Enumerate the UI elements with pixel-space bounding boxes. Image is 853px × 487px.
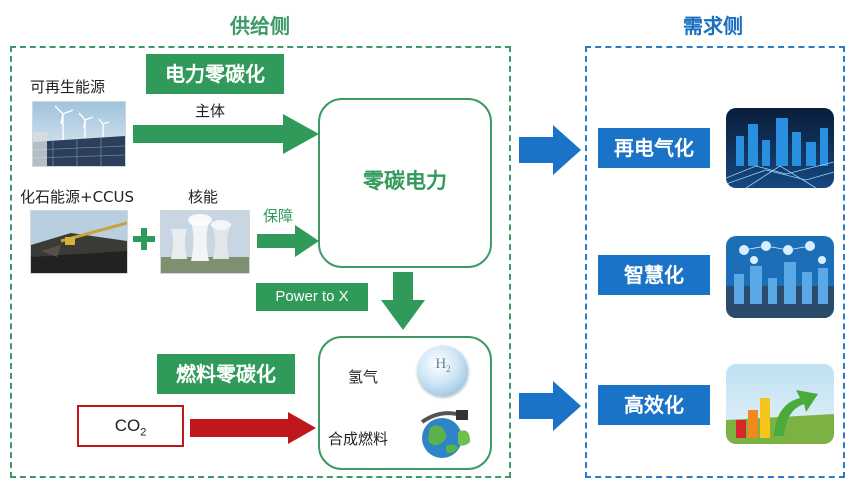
intelligent-tag: 智慧化 bbox=[598, 255, 710, 295]
zero-carbon-power-label: 零碳电力 bbox=[363, 169, 447, 193]
zero-carbon-power-box bbox=[318, 98, 492, 268]
re-electrification-tag: 再电气化 bbox=[598, 128, 710, 168]
fuel-zero-carbon-label: 燃料零碳化 bbox=[157, 354, 295, 394]
hydrogen-icon-text: H bbox=[435, 356, 447, 372]
guarantee-arrow-label: 保障 bbox=[263, 207, 294, 225]
re-electrification-image bbox=[726, 108, 834, 188]
hydrogen-icon-subscript: 2 bbox=[446, 364, 451, 374]
power-zero-carbon-label: 电力零碳化 bbox=[146, 54, 284, 94]
intelligent-image bbox=[726, 236, 834, 318]
main-arrow bbox=[133, 114, 319, 154]
renewable-energy-label: 可再生能源 bbox=[30, 78, 106, 96]
hydrogen-label: 氢气 bbox=[348, 368, 379, 386]
co2-arrow bbox=[190, 412, 316, 444]
power-to-x-label: Power to X bbox=[256, 283, 368, 311]
co2-box: CO2 bbox=[77, 405, 184, 447]
renewable-energy-image bbox=[32, 101, 126, 167]
co2-label: CO bbox=[114, 416, 141, 435]
power-to-x-arrow bbox=[381, 272, 425, 330]
plus-icon bbox=[133, 228, 155, 250]
co2-subscript: 2 bbox=[140, 426, 147, 439]
hydrogen-icon: H2 bbox=[418, 346, 468, 396]
main-arrow-label: 主体 bbox=[195, 102, 226, 120]
high-efficiency-tag: 高效化 bbox=[598, 385, 710, 425]
blue-arrow-bottom bbox=[519, 381, 581, 431]
fossil-ccus-label: 化石能源+CCUS bbox=[20, 188, 135, 206]
supply-side-title: 供给侧 bbox=[230, 14, 290, 38]
blue-arrow-top bbox=[519, 125, 581, 175]
supply-side-frame bbox=[10, 46, 511, 478]
fossil-energy-image bbox=[30, 210, 128, 274]
synthetic-fuel-label: 合成燃料 bbox=[328, 430, 389, 448]
demand-side-title: 需求侧 bbox=[683, 14, 743, 38]
nuclear-plant-image bbox=[160, 210, 250, 274]
demand-side-frame bbox=[585, 46, 845, 478]
nuclear-label: 核能 bbox=[188, 188, 219, 206]
high-efficiency-image bbox=[726, 364, 834, 444]
guarantee-arrow bbox=[257, 225, 319, 257]
synthetic-fuel-icon bbox=[416, 408, 472, 462]
